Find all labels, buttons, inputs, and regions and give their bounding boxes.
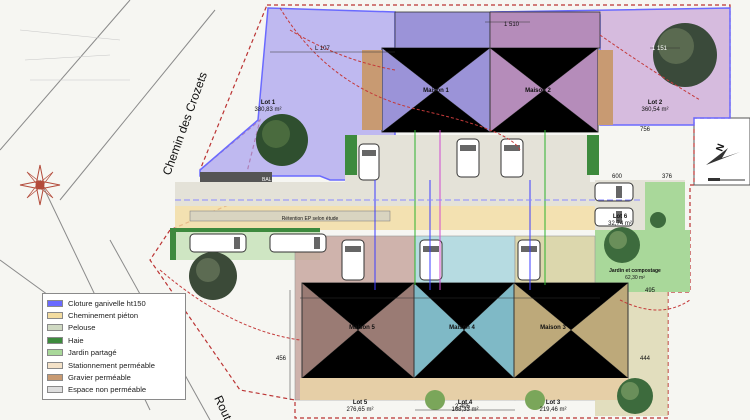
dim-2: L 107 (315, 46, 330, 52)
legend-item-espace: Espace non perméable (47, 384, 181, 396)
legend-swatch (47, 361, 63, 369)
legend-item-cloture: Cloture ganivelle ht150 (47, 297, 181, 309)
legend-label: Pelouse (68, 323, 96, 333)
car-7 (269, 233, 327, 253)
lot-1-area: 380,83 m² (254, 107, 281, 113)
legend-label: Espace non perméable (68, 385, 147, 395)
car-windows (234, 145, 622, 252)
lot-2-area: 360,54 m² (641, 107, 668, 113)
dim-9: 376 (662, 174, 673, 180)
terrace-lot-5 (300, 378, 415, 400)
legend-item-haie: Haie (47, 334, 181, 346)
lot-3-name: Lot 3 (546, 400, 561, 406)
gravel-strip-2 (598, 50, 613, 125)
road-markings (19, 29, 130, 81)
retention-basin (189, 210, 391, 222)
house-2-extension (489, 11, 601, 49)
retention-label: Rétention EP selon étude (282, 216, 339, 222)
lot-5-name: Lot 5 (353, 400, 368, 406)
car-3 (500, 138, 524, 178)
lot-6-name: Lot 6 (613, 214, 628, 220)
house-4-label: Maison 4 (449, 325, 475, 331)
lot-6-area: 32,74 m² (608, 221, 632, 227)
legend-label: Haie (68, 335, 84, 345)
jardin-area: 62,30 m² (625, 275, 645, 281)
lot-3-area: 219,46 m² (539, 407, 566, 413)
mailbox-strip (200, 172, 272, 182)
house-3-label: Maison 3 (540, 325, 566, 331)
central-driveway (175, 182, 595, 206)
lot-4-area: 168,33 m² (451, 407, 478, 413)
dim-4: 756 (640, 127, 651, 133)
house-5-label: Maison 5 (349, 325, 375, 331)
legend-swatch (47, 336, 63, 344)
dim-6: 444 (640, 356, 651, 362)
trees (189, 23, 717, 414)
car-5 (594, 207, 634, 227)
legend-swatch (47, 324, 63, 332)
hedges (170, 135, 599, 260)
legend-swatch (47, 374, 63, 382)
car-2 (456, 138, 480, 178)
legend-item-gravier: Gravier perméable (47, 371, 181, 383)
dimension-lines (270, 21, 680, 411)
legend-label: Cheminement piéton (68, 311, 139, 321)
roof-hatching-top (381, 47, 599, 133)
dimension-labels: 1 510 L 107 1 151 756 495 444 456 2 405 … (276, 22, 673, 410)
compass-rose (19, 164, 61, 206)
car-6 (189, 233, 247, 253)
lot-5-area: 276,65 m² (346, 407, 373, 413)
house-1-extension (394, 11, 491, 49)
legend-label: Gravier perméable (68, 373, 131, 383)
dim-8: 2 405 (455, 404, 471, 410)
lot-2-name: Lot 2 (648, 100, 663, 106)
legend-swatch (47, 349, 63, 357)
legend-swatch (47, 299, 63, 307)
lot-1-name: Lot 1 (261, 100, 276, 106)
roof-hatching-bottom (301, 282, 629, 379)
legend-item-jardin: Jardin partagé (47, 347, 181, 359)
car-4 (594, 182, 634, 202)
gravel-strip-1 (362, 50, 382, 130)
bal-label: BAL (262, 177, 272, 183)
legend-swatch (47, 312, 63, 320)
jardin-label: Jardin et compostage (609, 268, 661, 274)
legend-swatch (47, 386, 63, 394)
legend-label: Stationnement perméable (68, 360, 155, 370)
legend-label: Jardin partagé (68, 348, 117, 358)
dim-5: 495 (645, 288, 656, 294)
house-2-label: Maison 2 (525, 88, 551, 94)
legend-label: Cloture ganivelle ht150 (68, 298, 146, 308)
north-arrow: N (693, 117, 750, 186)
legend: Cloture ganivelle ht150 Cheminement piét… (42, 293, 186, 401)
utility-lines (159, 7, 701, 341)
lot-4-name: Lot 4 (458, 400, 473, 406)
north-label: N (714, 142, 727, 153)
house-1-label: Maison 1 (423, 88, 449, 94)
dim-1: 1 510 (504, 22, 520, 28)
dim-10: 600 (612, 174, 623, 180)
legend-item-pelouse: Pelouse (47, 322, 181, 334)
dim-3: 1 151 (652, 46, 668, 52)
legend-item-cheminement: Cheminement piéton (47, 309, 181, 321)
legend-item-stationnement: Stationnement perméable (47, 359, 181, 371)
dim-7: 456 (276, 356, 287, 362)
car-1 (358, 143, 380, 181)
